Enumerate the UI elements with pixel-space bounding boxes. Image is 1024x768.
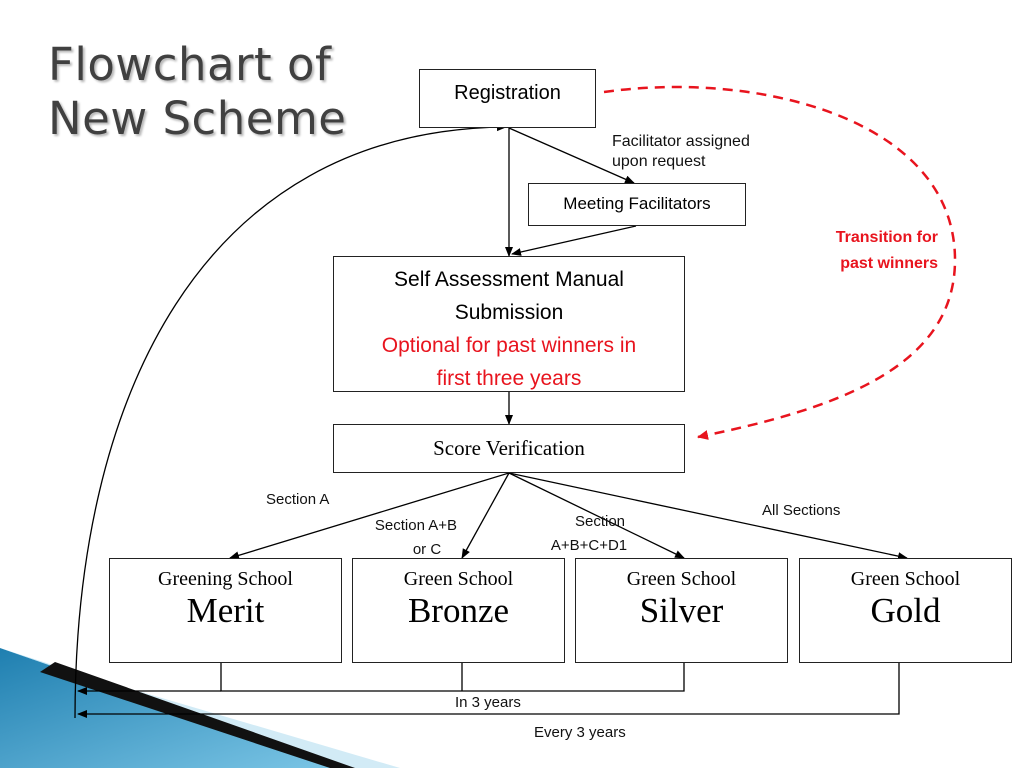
- arrow-score-to-silver: [508, 472, 685, 559]
- registration-label: Registration: [454, 82, 561, 104]
- award-bronze-category: Green School: [403, 568, 514, 590]
- score-verification-box: Score Verification: [333, 424, 685, 473]
- award-merit-box: Greening School Merit: [109, 558, 342, 663]
- self-assessment-line-2: Submission: [454, 301, 564, 324]
- label-every-3-years: Every 3 years: [534, 724, 626, 741]
- transition-note-line-2: past winners: [840, 255, 938, 272]
- label-section-ab-line-1: Section A+B: [374, 517, 458, 534]
- title-line-2: New Scheme: [48, 92, 347, 145]
- loop-every-3-years: [77, 663, 900, 718]
- facilitator-note-line-1: Facilitator assigned: [612, 133, 750, 150]
- arrow-score-to-merit: [229, 472, 510, 560]
- self-assessment-note-2: first three years: [436, 367, 582, 390]
- self-assessment-note-1: Optional for past winners in: [381, 334, 637, 357]
- arrow-registration-to-meeting: [508, 127, 635, 184]
- award-gold-box: Green School Gold: [799, 558, 1012, 663]
- arrow-score-to-bronze: [461, 472, 510, 559]
- transition-note-line-1: Transition for: [835, 229, 938, 246]
- award-gold-level: Gold: [870, 591, 941, 630]
- transition-note: Transition for past winners: [804, 225, 938, 277]
- meeting-facilitators-label: Meeting Facilitators: [563, 194, 711, 213]
- award-silver-level: Silver: [639, 591, 724, 630]
- loop-in-3-years: [220, 663, 685, 692]
- award-silver-category: Green School: [626, 568, 737, 590]
- award-bronze-level: Bronze: [407, 591, 510, 630]
- title-line-1: Flowchart of: [48, 38, 332, 91]
- meeting-facilitators-box: Meeting Facilitators: [528, 183, 746, 226]
- self-assessment-box: Self Assessment Manual Submission Option…: [333, 256, 685, 392]
- award-merit-category: Greening School: [158, 568, 293, 590]
- label-in-3-years: In 3 years: [455, 694, 521, 711]
- self-assessment-line-1: Self Assessment Manual: [394, 268, 624, 291]
- award-gold-category: Green School: [850, 568, 961, 590]
- award-merit-level: Merit: [186, 591, 265, 630]
- score-verification-label: Score Verification: [433, 436, 585, 460]
- transition-dashed-curve: [603, 85, 957, 440]
- label-section-ab-line-2: or C: [412, 541, 442, 558]
- award-silver-box: Green School Silver: [575, 558, 788, 663]
- label-all-sections: All Sections: [762, 502, 841, 519]
- facilitator-note: Facilitator assigned upon request: [612, 132, 750, 172]
- arrow-score-to-gold: [508, 472, 908, 561]
- curve-back-to-registration: [74, 123, 507, 719]
- label-section-abcd-line-1: Section: [574, 513, 626, 530]
- facilitator-note-line-2: upon request: [612, 153, 706, 170]
- label-section-abcd-line-2: A+B+C+D1: [550, 537, 628, 554]
- label-section-a: Section A: [266, 491, 330, 508]
- arrow-meeting-to-self-assessment: [511, 225, 637, 256]
- label-section-ab: Section A+B or C: [366, 514, 466, 562]
- label-section-abcd: Section A+B+C+D1: [544, 510, 634, 558]
- registration-box: Registration: [419, 69, 596, 128]
- award-bronze-box: Green School Bronze: [352, 558, 565, 663]
- page-title: Flowchart of New Scheme: [48, 38, 347, 146]
